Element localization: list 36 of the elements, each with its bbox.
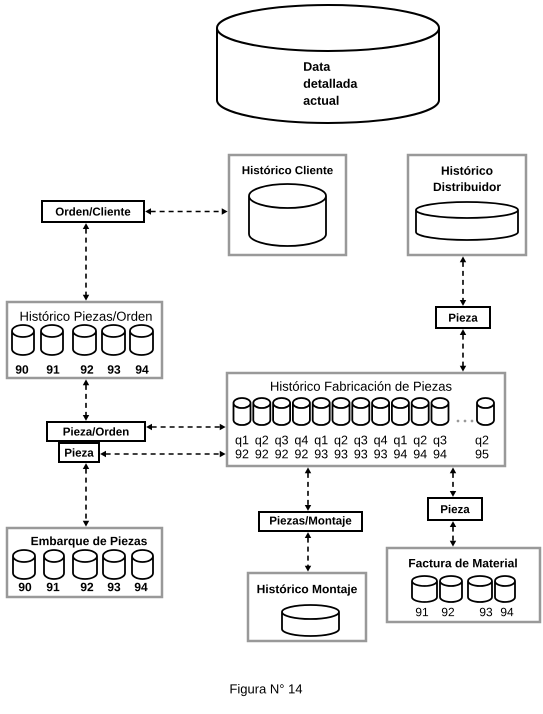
label-box: Pieza [435, 306, 491, 329]
year-label: 92 [80, 582, 94, 592]
period-label: q1 94 [394, 436, 407, 458]
period-label: q2 94 [414, 436, 427, 458]
period-label: q1 92 [236, 436, 248, 458]
year-label: 91 [46, 582, 60, 592]
period-label: q3 93 [354, 436, 368, 458]
period-label: q4 92 [294, 436, 308, 458]
label-box: Orden/Cliente [41, 200, 145, 223]
year-label: 90 [18, 582, 32, 592]
year-label: 94 [500, 608, 514, 616]
label-box: Piezas/Montaje [258, 511, 363, 532]
year-label: 94 [136, 365, 149, 374]
year-label: 91 [416, 608, 428, 616]
database-panel: Histórico Montaje [246, 572, 368, 642]
label-box: Pieza [58, 442, 100, 463]
period-label: q2 93 [334, 436, 348, 458]
period-label: q3 92 [275, 436, 288, 458]
period-label: q1 93 [314, 436, 328, 458]
database-panel: Histórico Distribuidor [406, 154, 528, 256]
caption: Figura N° 14 [230, 684, 302, 696]
period-label: q2 92 [255, 436, 268, 458]
database-cylinder: Data detallada actual [216, 4, 440, 124]
year-label: 93 [480, 608, 492, 616]
year-label: 90 [16, 365, 28, 374]
period-label: q3 94 [434, 436, 447, 458]
year-label: 93 [108, 582, 120, 592]
year-label: 92 [80, 365, 94, 374]
year-label: 91 [46, 365, 60, 374]
year-label: 93 [108, 365, 120, 374]
database-panel: Histórico Cliente [228, 154, 348, 256]
year-label: 92 [442, 608, 454, 616]
label-box: Pieza [427, 497, 483, 521]
period-label: q4 93 [374, 436, 388, 458]
year-label: 94 [134, 582, 148, 592]
period-label: q2 95 [476, 436, 488, 458]
